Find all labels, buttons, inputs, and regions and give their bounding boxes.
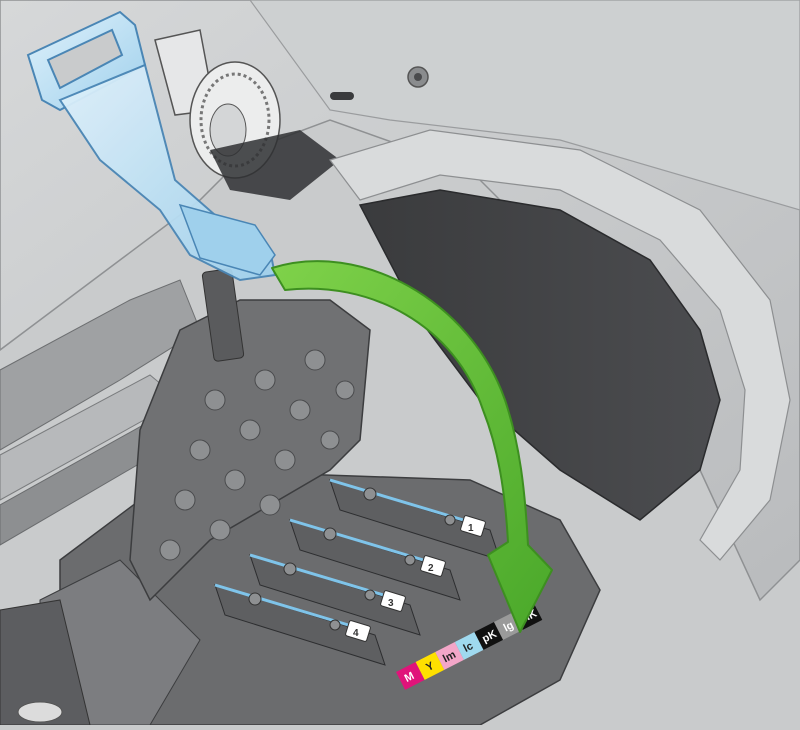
color-label-lm: lm xyxy=(435,642,464,670)
top-recess-panel xyxy=(249,0,800,211)
cavity-rim xyxy=(329,129,791,561)
gear-mechanism xyxy=(154,29,340,200)
printhead-latch[interactable] xyxy=(26,10,277,282)
printhead-code: 1 xyxy=(468,523,474,534)
printhead-code: 3 xyxy=(388,598,394,609)
color-label-pk: pK xyxy=(474,622,504,650)
printhead-cover-lid[interactable] xyxy=(129,268,371,602)
printhead[interactable]: 2 xyxy=(289,518,461,601)
printhead-code: 4 xyxy=(353,628,359,639)
color-label-text: pK xyxy=(480,628,499,645)
color-label-lc: lc xyxy=(454,632,484,660)
slot xyxy=(330,92,354,100)
color-label-m: M xyxy=(396,662,425,690)
carriage-cavity xyxy=(358,189,721,521)
color-label-text: lm xyxy=(441,649,458,666)
close-direction-arrow-icon xyxy=(271,260,553,633)
color-label-text: lg xyxy=(502,619,516,634)
printhead-code: 2 xyxy=(428,563,434,574)
color-label-y: Y xyxy=(415,652,445,680)
printhead[interactable]: 4 xyxy=(214,583,386,666)
printhead[interactable]: 3 xyxy=(249,553,421,636)
